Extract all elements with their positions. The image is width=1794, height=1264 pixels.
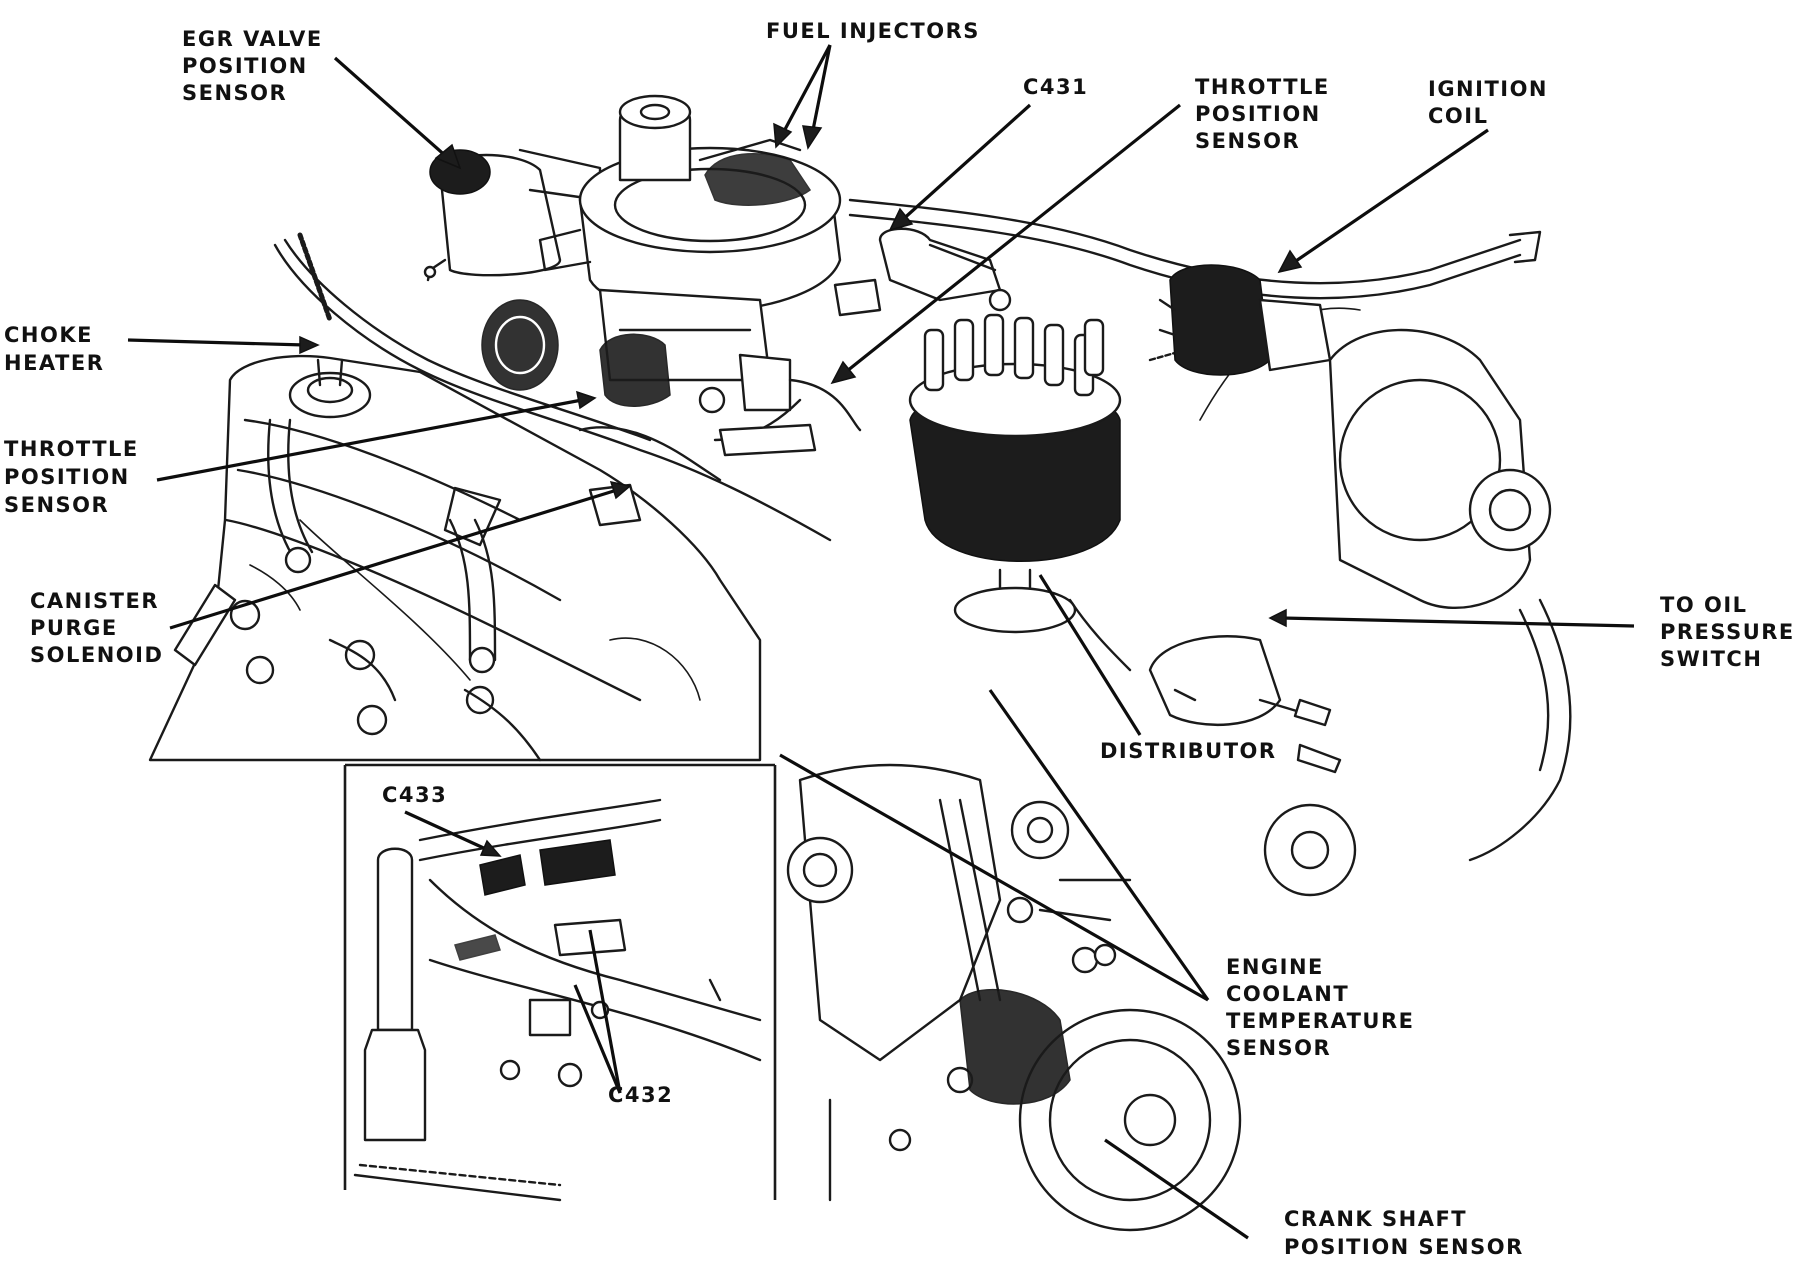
engine-illustration [148,94,1572,1232]
label-distributor: DISTRIBUTOR [1100,739,1277,763]
inset-frame [343,763,777,1200]
ignition-coil-part [1158,264,1332,376]
label-engine-coolant-temperature-sensor: ENGINE COOLANT TEMPERATURE SENSOR [1226,955,1423,1060]
oil-pressure-bracket [1148,635,1342,774]
egr-valve [423,148,602,282]
c431-connector [833,227,1012,317]
label-egr-valve-position-sensor: EGR VALVE POSITION SENSOR [182,27,332,105]
label-c432: C432 [608,1083,673,1107]
valve-cover [148,354,762,762]
label-crank-shaft-position-sensor: CRANK SHAFT POSITION SENSOR [1284,1207,1524,1259]
label-fuel-injectors: FUEL INJECTORS [766,19,980,43]
label-ignition-coil: IGNITION COIL [1428,77,1557,128]
alternator [1263,328,1572,897]
inset-detail [353,798,762,1202]
label-c431: C431 [1023,75,1088,99]
label-choke-heater: CHOKE HEATER [4,323,104,375]
lower-block [775,763,1242,1232]
leader-lines [127,44,1635,1240]
callout-labels: EGR VALVE POSITION SENSOR FUEL INJECTORS… [4,19,1794,1259]
throttle-body [481,94,862,432]
wiring-harness [273,198,1542,542]
label-c433: C433 [382,783,447,807]
label-throttle-position-sensor-right: THROTTLE POSITION SENSOR [1195,75,1339,153]
distributor-part [908,313,1132,672]
label-throttle-position-sensor-left: THROTTLE POSITION SENSOR [4,437,148,517]
label-canister-purge-solenoid: CANISTER PURGE SOLENOID [30,589,168,667]
label-to-oil-pressure-switch: TO OIL PRESSURE SWITCH [1660,593,1794,671]
